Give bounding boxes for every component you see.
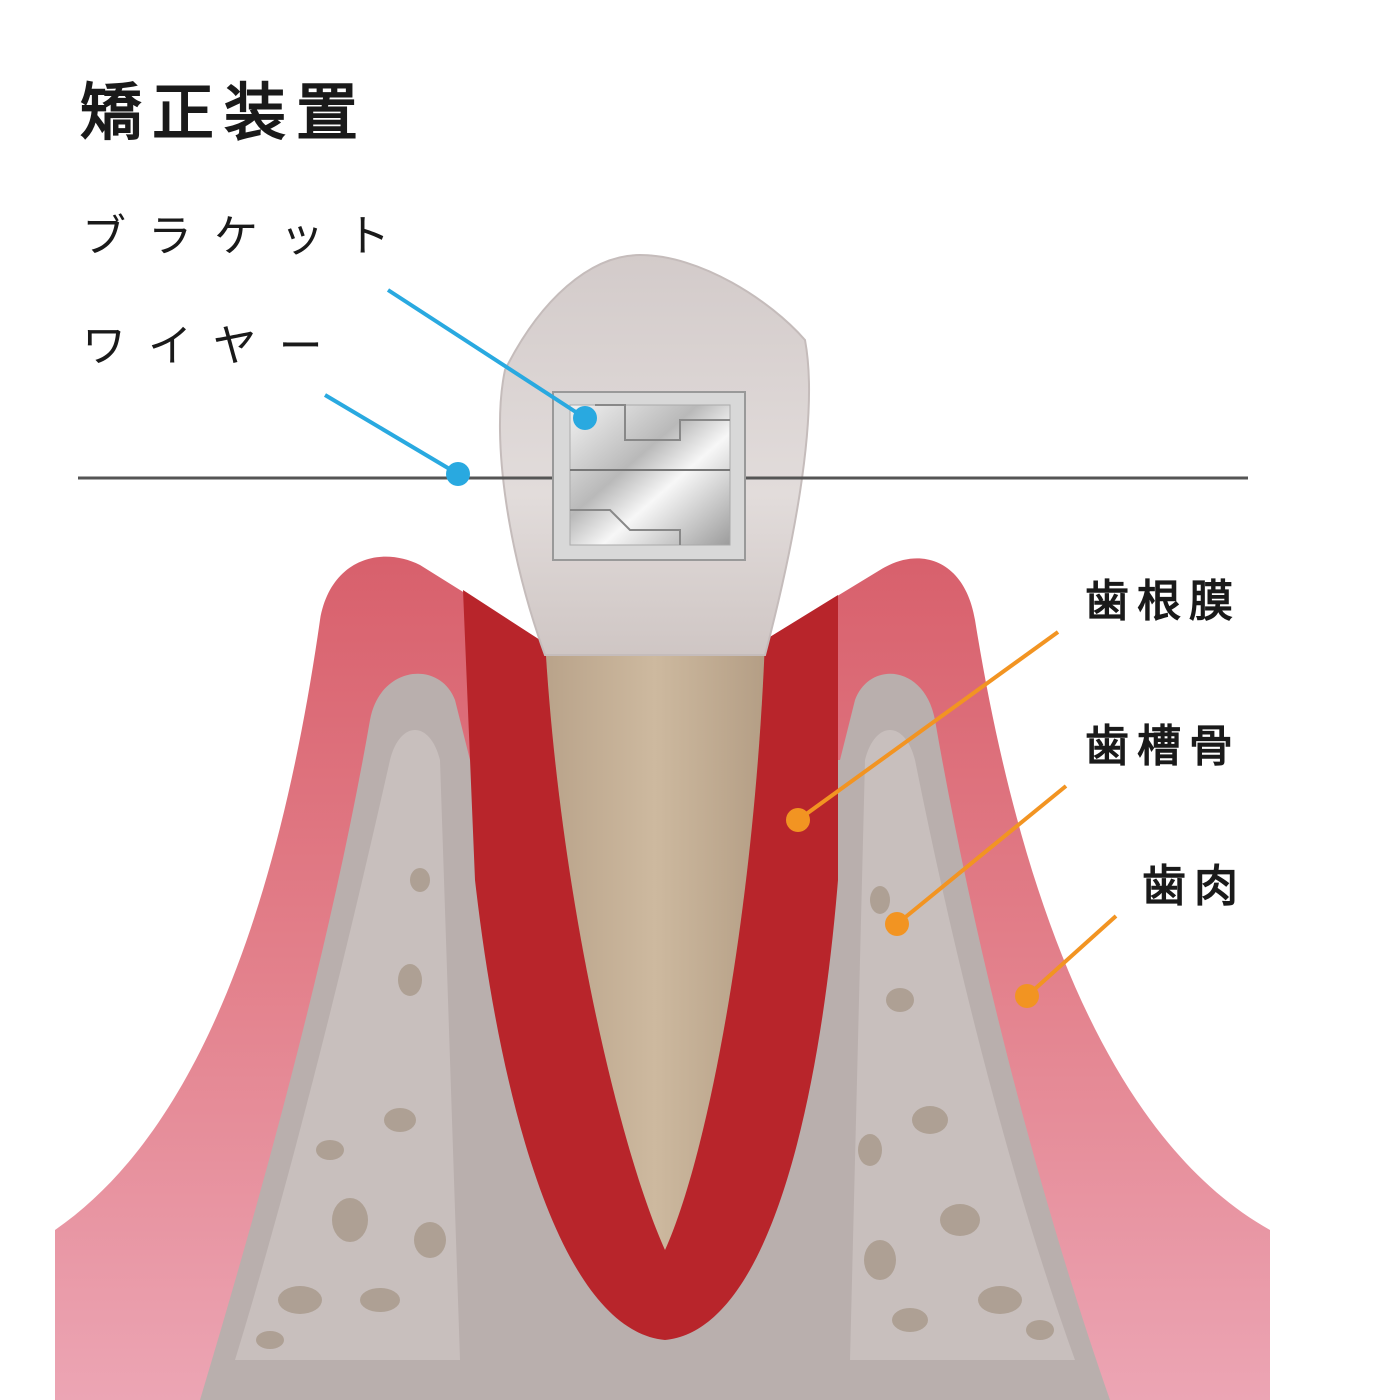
tooth-root (545, 640, 765, 1250)
label-bracket: ブラケット (82, 211, 412, 262)
label-wire: ワイヤー (82, 321, 345, 372)
bracket-leader (386, 288, 597, 430)
bone-leader (885, 784, 1068, 936)
bone-inner (235, 730, 1075, 1360)
diagram-title: 矯正装置 (80, 76, 369, 149)
label-periodontal-ligament: 歯根膜 (1085, 576, 1241, 627)
label-alveolar-bone: 歯槽骨 (1085, 721, 1241, 772)
pdl-leader (786, 630, 1060, 832)
label-gingiva: 歯肉 (1142, 861, 1246, 912)
wire-leader (323, 393, 470, 486)
bone-trabeculae (256, 868, 1054, 1349)
gum-leader (1015, 914, 1118, 1008)
